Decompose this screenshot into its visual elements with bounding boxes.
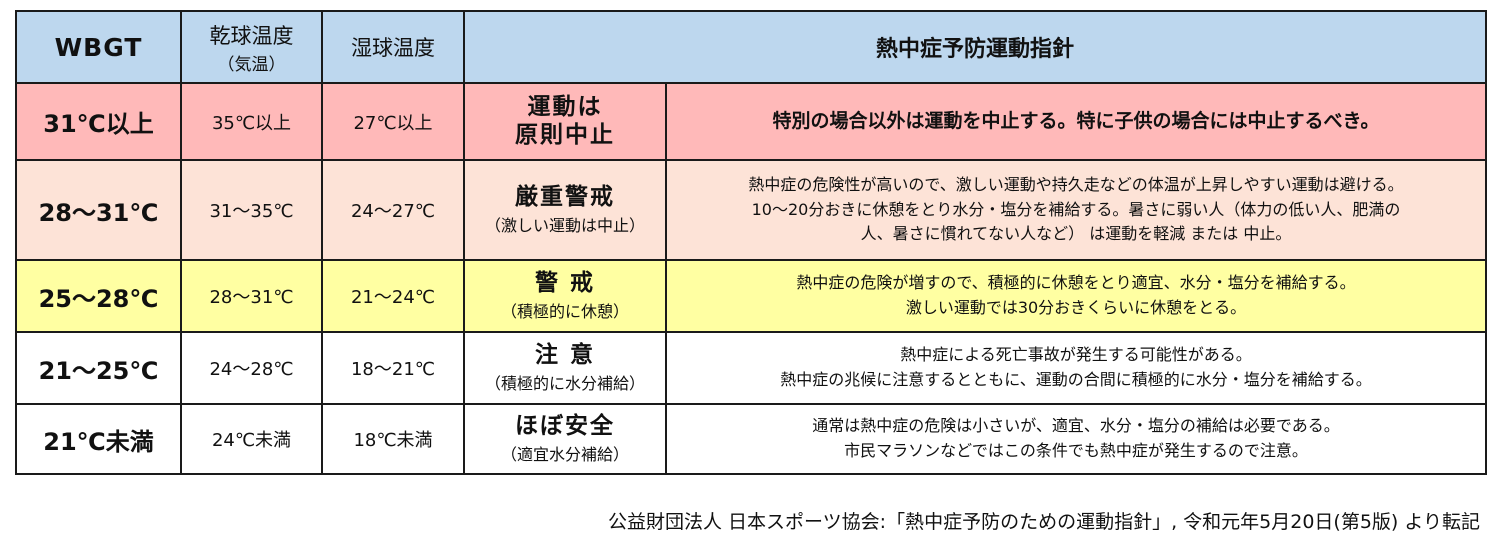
- level-label: 厳重警戒: [515, 184, 615, 211]
- wbgt-cell: 21℃未満: [15, 403, 182, 475]
- description-cell: 熱中症による死亡事故が発生する可能性がある。 熱中症の兆候に注意するとともに、運…: [665, 331, 1487, 405]
- description-line: 通常は熱中症の危険は小さいが、適宜、水分・塩分の補給は必要である。: [812, 416, 1340, 436]
- level-cell: 警 戒 （積極的に休憩）: [463, 259, 667, 333]
- description-line: 特別の場合以外は運動を中止する。特に子供の場合には中止するべき。: [772, 109, 1380, 132]
- dry-bulb-cell: 31～35℃: [180, 159, 323, 261]
- level-sublabel: （積極的に水分補給）: [484, 373, 645, 393]
- dry-bulb-cell: 24～28℃: [180, 331, 323, 405]
- level-cell: 注 意 （積極的に水分補給）: [463, 331, 667, 405]
- description-cell: 特別の場合以外は運動を中止する。特に子供の場合には中止するべき。: [665, 82, 1487, 161]
- heatstroke-guideline-table: WBGT 乾球温度 （気温） 湿球温度 熱中症予防運動指針 31℃以上 35℃以…: [15, 10, 1487, 475]
- wbgt-cell: 31℃以上: [15, 82, 182, 161]
- header-dry-bulb-sub: （気温）: [217, 54, 286, 75]
- table-row: 21～25℃ 24～28℃ 18～21℃ 注 意 （積極的に水分補給） 熱中症に…: [15, 331, 1487, 405]
- dry-bulb-cell: 35℃以上: [180, 82, 323, 161]
- table-row: 21℃未満 24℃未満 18℃未満 ほぼ安全 （適宜水分補給） 通常は熱中症の危…: [15, 403, 1487, 475]
- source-citation: 公益財団法人 日本スポーツ協会:「熱中症予防のための運動指針」, 令和元年5月2…: [608, 511, 1480, 533]
- description-line: 人、暑さに慣れてない人など） は運動を軽減 または 中止。: [860, 224, 1292, 244]
- level-cell: 運動は 原則中止: [463, 82, 667, 161]
- description-cell: 通常は熱中症の危険は小さいが、適宜、水分・塩分の補給は必要である。 市民マラソン…: [665, 403, 1487, 475]
- level-label: 警 戒: [534, 270, 595, 297]
- wbgt-cell: 21～25℃: [15, 331, 182, 405]
- header-dry-bulb: 乾球温度 （気温）: [180, 10, 323, 84]
- table-header-row: WBGT 乾球温度 （気温） 湿球温度 熱中症予防運動指針: [15, 10, 1487, 84]
- dry-bulb-cell: 24℃未満: [180, 403, 323, 475]
- wet-bulb-cell: 27℃以上: [321, 82, 465, 161]
- description-line: 激しい運動では30分おきくらいに休憩をとる。: [905, 298, 1247, 317]
- wet-bulb-cell: 18℃未満: [321, 403, 465, 475]
- level-label-line2: 原則中止: [515, 121, 615, 148]
- wet-bulb-cell: 24～27℃: [321, 159, 465, 261]
- description-line: 熱中症の危険性が高いので、激しい運動や持久走などの体温が上昇しやすい運動は避ける…: [748, 174, 1404, 194]
- dry-bulb-cell: 28～31℃: [180, 259, 323, 333]
- table-row: 28～31℃ 31～35℃ 24～27℃ 厳重警戒 （激しい運動は中止） 熱中症…: [15, 159, 1487, 261]
- level-label: 運動は: [527, 93, 603, 120]
- level-label: 注 意: [534, 342, 595, 369]
- table-row: 31℃以上 35℃以上 27℃以上 運動は 原則中止 特別の場合以外は運動を中止…: [15, 82, 1487, 161]
- wbgt-cell: 25～28℃: [15, 259, 182, 333]
- level-cell: 厳重警戒 （激しい運動は中止）: [463, 159, 667, 261]
- wet-bulb-cell: 21～24℃: [321, 259, 465, 333]
- description-line: 熱中症の危険が増すので、積極的に休憩をとり適宜、水分・塩分を補給する。: [796, 273, 1356, 293]
- header-wbgt: WBGT: [15, 10, 182, 84]
- description-line: 市民マラソンなどではこの条件でも熱中症が発生するので注意。: [844, 441, 1308, 460]
- description-line: 熱中症の兆候に注意するとともに、運動の合間に積極的に水分・塩分を補給する。: [780, 370, 1372, 389]
- description-cell: 熱中症の危険性が高いので、激しい運動や持久走などの体温が上昇しやすい運動は避ける…: [665, 159, 1487, 261]
- description-line: 10～20分おきに休憩をとり水分・塩分を補給する。暑さに弱い人（体力の低い人、肥…: [751, 199, 1401, 219]
- header-guideline: 熱中症予防運動指針: [463, 10, 1487, 84]
- header-dry-bulb-label: 乾球温度: [209, 23, 294, 48]
- description-line: 熱中症による死亡事故が発生する可能性がある。: [900, 345, 1252, 365]
- level-sublabel: （適宜水分補給）: [500, 444, 629, 464]
- level-label: ほぼ安全: [515, 413, 615, 440]
- wet-bulb-cell: 18～21℃: [321, 331, 465, 405]
- level-cell: ほぼ安全 （適宜水分補給）: [463, 403, 667, 475]
- wbgt-cell: 28～31℃: [15, 159, 182, 261]
- table-row: 25～28℃ 28～31℃ 21～24℃ 警 戒 （積極的に休憩） 熱中症の危険…: [15, 259, 1487, 333]
- level-sublabel: （積極的に休憩）: [500, 301, 629, 321]
- level-sublabel: （激しい運動は中止）: [484, 215, 645, 235]
- header-wet-bulb: 湿球温度: [321, 10, 465, 84]
- description-cell: 熱中症の危険が増すので、積極的に休憩をとり適宜、水分・塩分を補給する。 激しい運…: [665, 259, 1487, 333]
